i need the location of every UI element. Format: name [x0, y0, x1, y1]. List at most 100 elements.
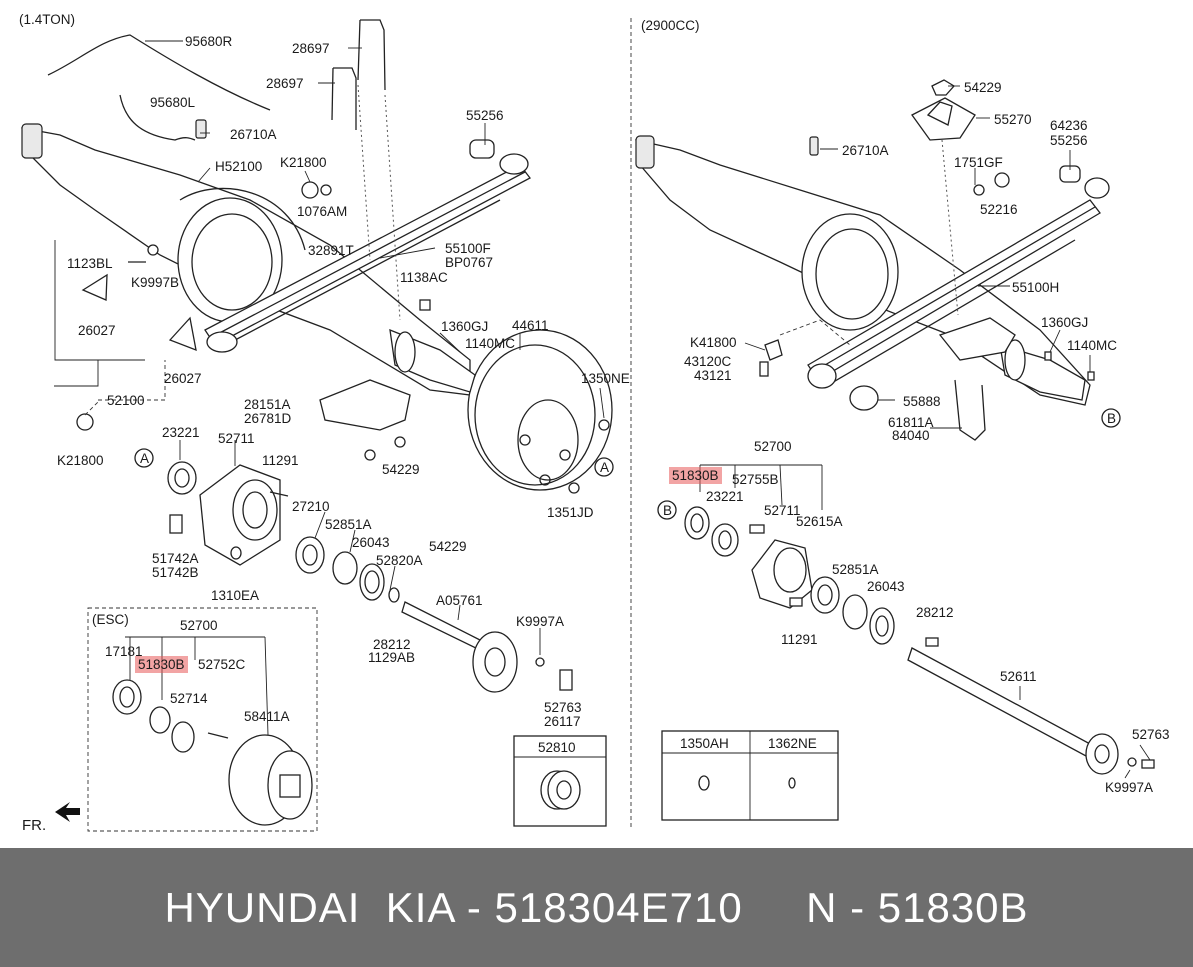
part-label: 52216 — [980, 202, 1018, 217]
right-u-bolt — [938, 317, 1016, 441]
diagram-drawing — [21, 18, 1155, 832]
part-label: K41800 — [690, 335, 737, 350]
right-small-parts — [759, 136, 1095, 381]
part-label: K21800 — [57, 453, 104, 468]
part-label: 1138AC — [400, 270, 448, 285]
part-label: 28697 — [266, 76, 304, 91]
part-label: 55100H — [1012, 280, 1060, 295]
part-label: 32891T — [308, 243, 354, 258]
part-label: BP0767 — [445, 255, 494, 270]
part-label: 23221 — [162, 425, 200, 440]
part-label: 52763 — [544, 700, 582, 715]
part-label: 1751GF — [954, 155, 1003, 170]
part-label: 51742A — [152, 551, 199, 566]
section-header-right: (2900CC) — [641, 18, 700, 33]
footer-part-number: HYUNDAI KIA - 518304E710 N - 51830B — [164, 883, 1029, 931]
section-header-esc: (ESC) — [92, 612, 129, 627]
front-marker: FR. — [22, 817, 47, 834]
parts-table-label: 1350AH — [680, 736, 729, 751]
part-label: 1123BL — [67, 256, 113, 271]
part-label: 26710A — [842, 143, 889, 158]
part-label: 55100F — [445, 241, 491, 256]
highlighted-part-label: 51830B — [669, 467, 722, 484]
part-label: 52615A — [796, 514, 843, 529]
left-brake-drum — [467, 329, 613, 491]
part-label: 1140MC — [1067, 338, 1118, 353]
part-label: 1360GJ — [441, 319, 489, 334]
right-leaf-spring — [807, 165, 1110, 411]
callout-a-right: A — [600, 460, 610, 475]
part-label: 26710A — [230, 127, 277, 142]
left-leader-lines — [54, 40, 605, 655]
part-label: 52755B — [732, 472, 779, 487]
part-label: H52100 — [215, 159, 263, 174]
callout-b-left-circle — [657, 500, 677, 520]
part-label: 26043 — [867, 579, 905, 594]
left-hub — [199, 464, 281, 566]
part-label: 28697 — [292, 41, 330, 56]
callout-a-right-circle — [594, 457, 614, 477]
part-label: K9997A — [1105, 780, 1154, 795]
part-label: 52700 — [180, 618, 218, 633]
part-label: 28212 — [916, 605, 954, 620]
part-label: 26027 — [78, 323, 116, 338]
part-label: 11291 — [262, 453, 299, 468]
part-label: 1129AB — [368, 650, 416, 665]
part-label: 26117 — [544, 714, 581, 729]
part-label: A05761 — [436, 593, 483, 608]
esc-parts — [112, 636, 313, 826]
part-label: 52714 — [170, 691, 208, 706]
esc-section-box — [87, 607, 318, 832]
part-label: 52611 — [1000, 669, 1037, 684]
part-label: K9997B — [131, 275, 180, 290]
part-label: 27210 — [292, 499, 330, 514]
part-label: 52851A — [325, 517, 372, 532]
part-label: 44611 — [512, 318, 549, 333]
part-label: 52820A — [376, 553, 423, 568]
left-axle-shaft — [401, 601, 573, 693]
part-label: 28151A — [244, 397, 291, 412]
bearing-box-label: 52810 — [538, 740, 576, 755]
left-bearings — [167, 461, 400, 603]
left-small-bolts — [76, 181, 610, 667]
parts-diagram: (1.4TON) (2900CC) (ESC) FR. A A B B 9568… — [19, 12, 1170, 834]
parts-table-label: 1362NE — [768, 736, 817, 751]
part-label: 1351JD — [547, 505, 594, 520]
left-spindle — [389, 328, 476, 393]
part-label: 1076AM — [297, 204, 348, 219]
part-label: 26043 — [352, 535, 390, 550]
part-label: 61811A — [888, 415, 934, 430]
part-label: K21800 — [280, 155, 327, 170]
part-label: 51742B — [152, 565, 199, 580]
right-hub-group — [684, 464, 939, 647]
right-bump-stop — [911, 79, 976, 316]
part-label: 1140MC — [465, 336, 516, 351]
part-label: 54229 — [429, 539, 467, 554]
part-label: 54229 — [382, 462, 420, 477]
part-label: K9997A — [516, 614, 565, 629]
part-label: 43121 — [694, 368, 732, 383]
footer-banner: HYUNDAI KIA - 518304E710 N - 51830B — [0, 848, 1193, 967]
part-label: 26781D — [244, 411, 292, 426]
part-label: 55256 — [466, 108, 504, 123]
part-label: 95680R — [185, 34, 233, 49]
part-label: 1310EA — [211, 588, 260, 603]
part-label: 55270 — [994, 112, 1032, 127]
highlighted-part-label: 51830B — [135, 656, 188, 673]
part-label: 54229 — [964, 80, 1002, 95]
callout-b-left: B — [663, 503, 673, 518]
part-label: 52711 — [218, 431, 255, 446]
part-label: 1350NE — [581, 371, 630, 386]
left-leaf-spring — [204, 139, 531, 353]
part-label: 11291 — [781, 632, 818, 647]
left-u-bolts — [331, 19, 401, 321]
parts-table — [661, 730, 839, 821]
part-label: 52711 — [764, 503, 801, 518]
part-label: 52100 — [107, 393, 145, 408]
part-label: 52700 — [754, 439, 792, 454]
part-label: 52752C — [198, 657, 246, 672]
right-leader-lines — [744, 85, 1151, 779]
part-label: 84040 — [892, 428, 930, 443]
callout-a-left: A — [140, 451, 150, 466]
part-label: 64236 — [1050, 118, 1088, 133]
